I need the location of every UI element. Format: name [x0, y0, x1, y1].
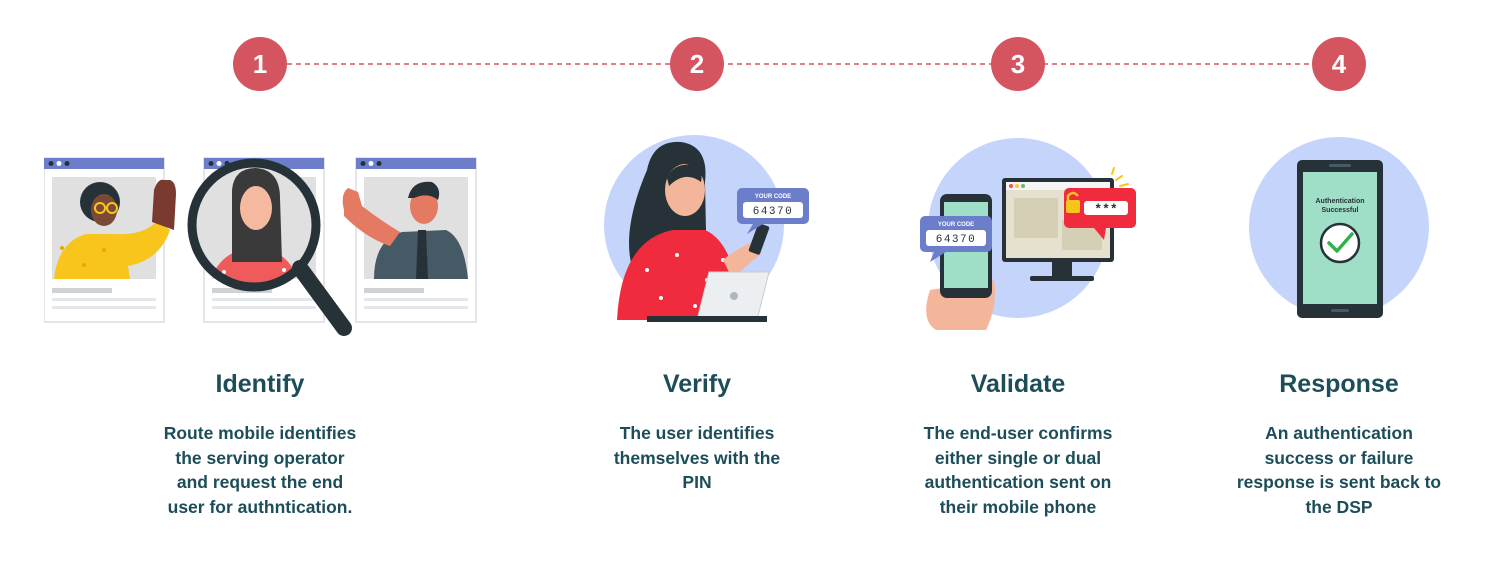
- screen-text-line2: Successful: [1322, 207, 1359, 214]
- step-title: Verify: [662, 370, 732, 398]
- step-badge-1: 1: [233, 37, 287, 91]
- code-label: YOUR CODE: [755, 194, 791, 200]
- phone-success-icon: Authentication Successful: [1249, 137, 1429, 318]
- password-mask: ***: [1094, 202, 1117, 217]
- code-label: YOUR CODE: [938, 222, 974, 228]
- user-phone-code-icon: YOUR CODE 64370: [604, 135, 809, 322]
- step-description: An authentication success or failure res…: [1236, 423, 1442, 517]
- step-description: The end-user confirms either single or d…: [923, 423, 1113, 517]
- devices-lock-icon: *** YOUR CODE 64370: [920, 138, 1136, 330]
- step-badge-3: 3: [991, 37, 1045, 91]
- magnifier-profiles-icon: [44, 157, 477, 336]
- step-validate: *** YOUR CODE 64370 Validate The end-use…: [868, 0, 1168, 564]
- step-response: Authentication Successful Response An au…: [1189, 0, 1489, 564]
- code-value: 64370: [753, 206, 794, 218]
- step-title: Validate: [970, 370, 1066, 398]
- step-badge-2: 2: [670, 37, 724, 91]
- step-description: The user identifies themselves with the …: [613, 423, 781, 492]
- step-badge-4: 4: [1312, 37, 1366, 91]
- step-title: Response: [1279, 370, 1399, 398]
- screen-text-line1: Authentication: [1316, 198, 1365, 205]
- step-title: Identify: [215, 370, 305, 398]
- step-verify: YOUR CODE 64370 Verify The user identifi…: [547, 0, 847, 564]
- step-description: Route mobile identifies the serving oper…: [163, 423, 357, 517]
- code-value: 64370: [936, 234, 977, 246]
- step-identify: Identify Route mobile identifies the ser…: [44, 0, 477, 564]
